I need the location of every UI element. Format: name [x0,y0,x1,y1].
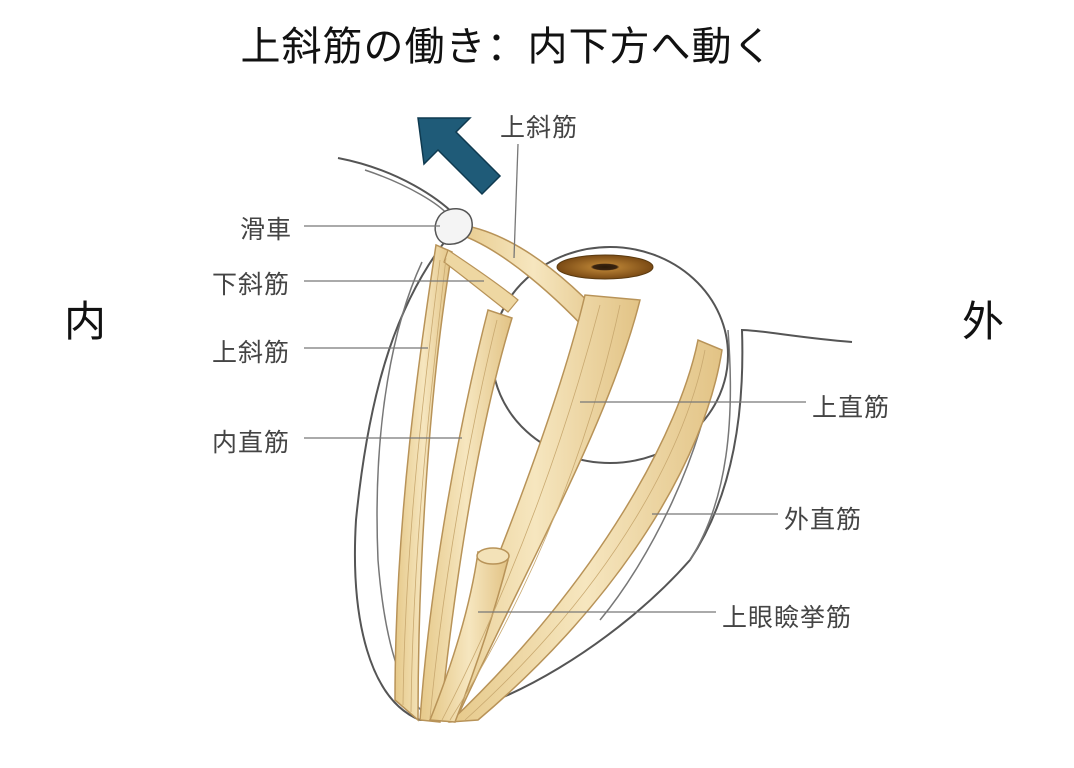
muscle-superior-oblique [394,243,453,722]
muscle-fibres [402,257,706,721]
arrow-up-left-icon [417,117,502,196]
iris [556,254,654,280]
leader-lines [304,143,806,613]
label-medial-rectus: 内直筋 [212,428,291,457]
label-trochlea: 滑車 [240,215,293,244]
label-inferior-oblique: 下斜筋 [212,270,291,299]
levator-cut-end [476,547,510,565]
label-inner-side: 内 [64,297,107,346]
muscle-medial-rectus [419,309,513,723]
muscle-levator [428,551,509,723]
label-lateral-rectus: 外直筋 [784,505,863,534]
trochlea [434,208,473,245]
label-outer-side: 外 [962,297,1005,346]
label-superior-oblique-left: 上斜筋 [212,338,291,367]
label-superior-rectus: 上直筋 [812,393,891,422]
label-superior-oblique-top: 上斜筋 [500,113,579,142]
page-title: 上斜筋の働き：内下方へ動く [240,24,774,70]
label-levator: 上眼瞼挙筋 [722,603,853,632]
muscle-lateral-rectus [447,338,723,723]
